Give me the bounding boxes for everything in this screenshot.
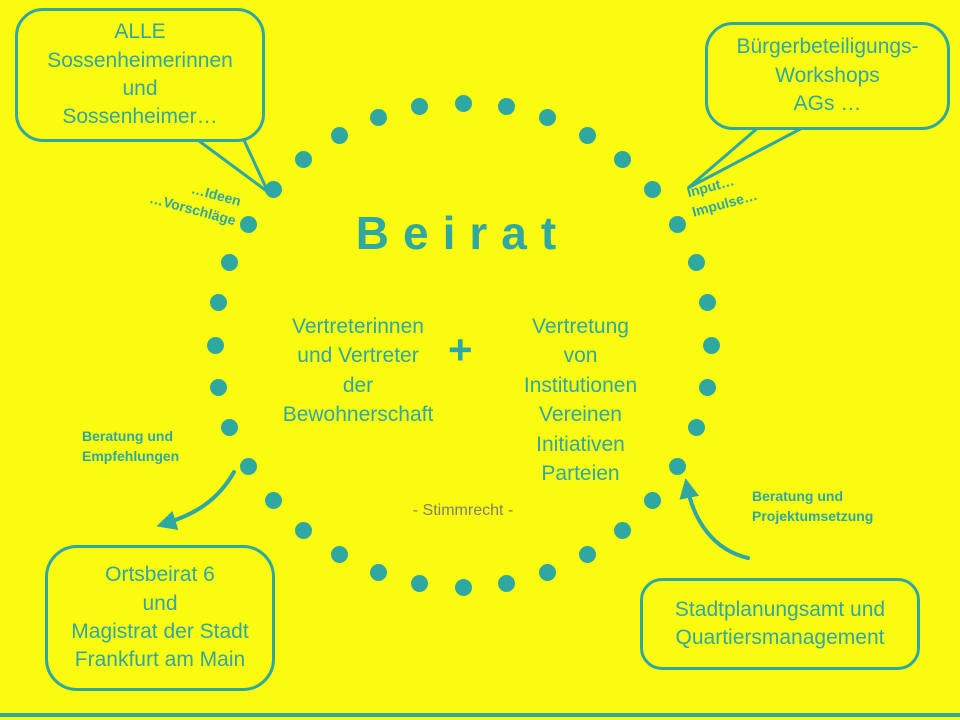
ring-dot (239, 457, 257, 475)
plus-sign: + (448, 326, 473, 373)
ring-dot (702, 336, 720, 354)
ring-dot (295, 151, 313, 169)
ring-dot (206, 336, 224, 354)
box-ortsbeirat: Ortsbeirat 6 und Magistrat der Stadt Fra… (45, 545, 275, 691)
ring-dot (539, 563, 557, 581)
ring-dot (698, 378, 716, 396)
diagram-title: Beirat (355, 207, 571, 259)
box-stadtplanungsamt: Stadtplanungsamt und Quartiersmanagement (640, 578, 920, 670)
label-beratung-empfehlungen: Beratung und Empfehlungen (82, 428, 180, 465)
ring-dot (539, 109, 557, 127)
ring-dot (687, 253, 705, 271)
ring-dot (687, 419, 705, 437)
ring-dot (698, 294, 716, 312)
ring-dot (644, 492, 662, 510)
ring-dot (411, 98, 429, 116)
bubble-all-sossenheimer: ALLE Sossenheimerinnen und Sossenheimer… (15, 8, 265, 142)
ring-dot (210, 378, 228, 396)
ring-dot (369, 563, 387, 581)
label-beratung-projektumsetzung: Beratung und Projektumsetzung (752, 488, 874, 525)
bubble-workshops: Bürgerbeteiligungs- Workshops AGs … (705, 22, 950, 130)
ring-dot (613, 151, 631, 169)
ring-dot (497, 98, 515, 116)
member-group-residents: Vertreterinnen und Vertreter der Bewohne… (282, 315, 434, 427)
ring-dot (239, 215, 257, 233)
ring-dot (330, 126, 348, 144)
ring-dot (669, 215, 687, 233)
member-group-institutions: Vertretung von Institutionen Vereinen In… (523, 315, 638, 485)
ring-dot (644, 180, 662, 198)
ring-dot (221, 419, 239, 437)
ring-dot (330, 546, 348, 564)
ring-dot (264, 180, 282, 198)
ring-dot (613, 521, 631, 539)
ring-dot (295, 521, 313, 539)
ring-dot (497, 574, 515, 592)
ring-dot (221, 253, 239, 271)
ring-dot (578, 546, 596, 564)
ring-dot (210, 294, 228, 312)
ring-dot (454, 578, 472, 596)
voting-note: - Stimmrecht - (412, 502, 514, 519)
ring-dot (454, 94, 472, 112)
ring-dot (578, 126, 596, 144)
ring-dot (264, 492, 282, 510)
ring-dot (369, 109, 387, 127)
bottom-rule (0, 713, 960, 717)
ring-dot (669, 457, 687, 475)
ring-dot (411, 574, 429, 592)
